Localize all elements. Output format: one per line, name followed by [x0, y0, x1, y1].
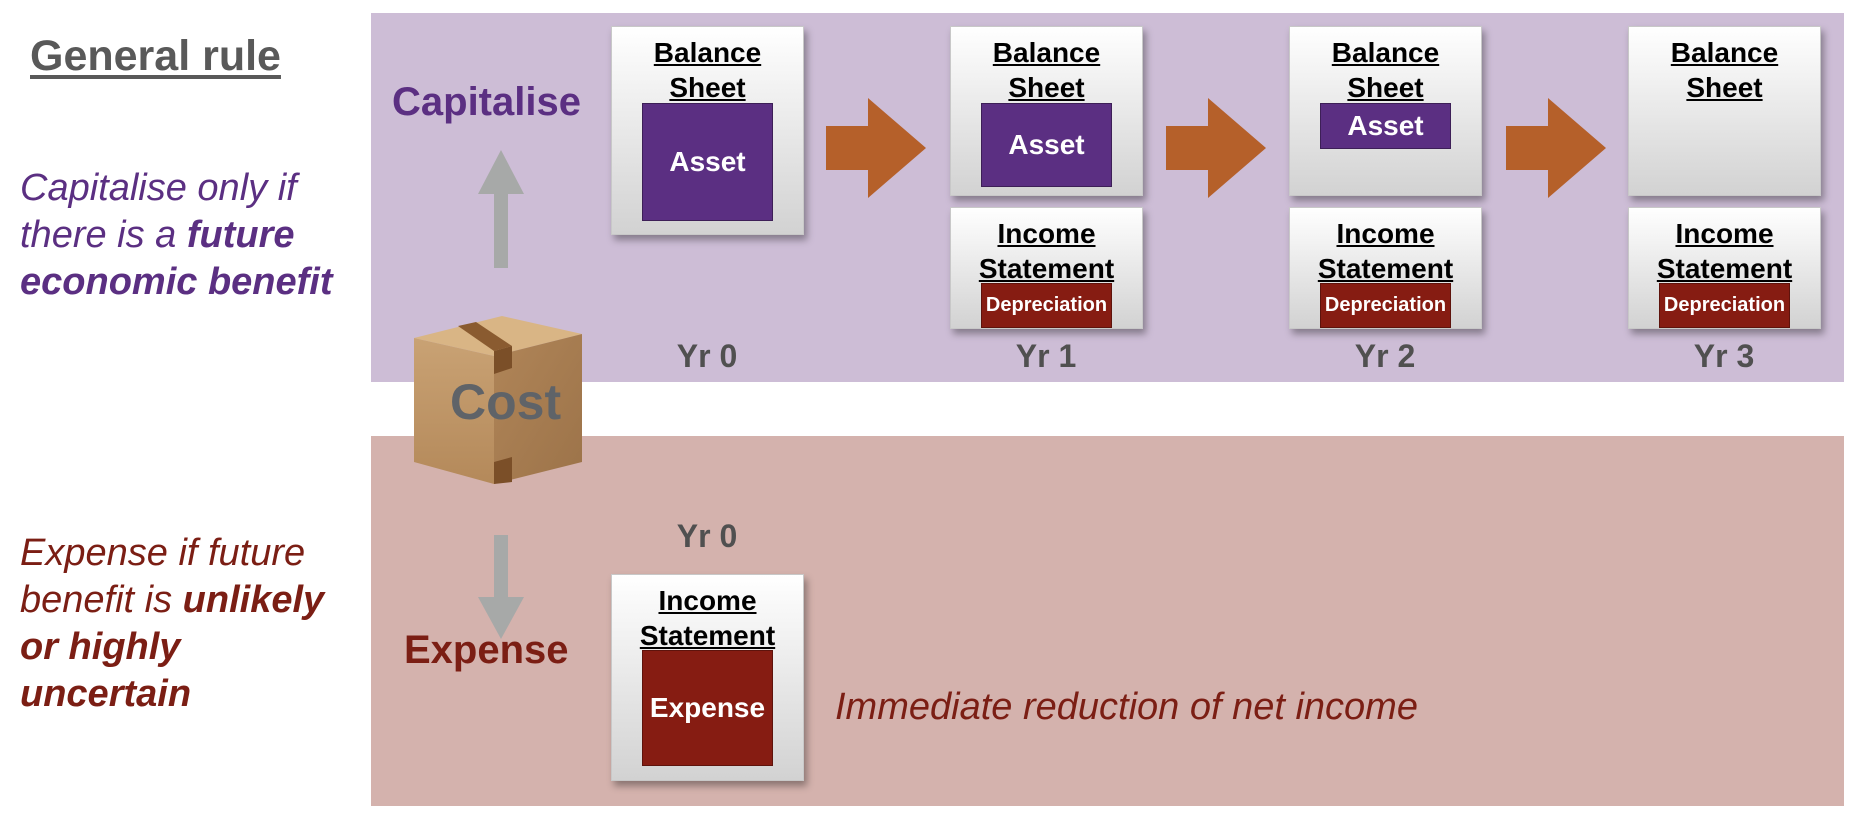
income-statement-card-yr2: Income Statement Depreciation	[1289, 207, 1482, 329]
arrow-right-icon	[1166, 98, 1266, 198]
year-label-yr1: Yr 1	[1015, 338, 1077, 374]
expense-rule-bold: unlikely or highly uncertain	[20, 579, 325, 715]
balance-sheet-card-yr0: Balance Sheet Asset	[611, 26, 804, 235]
year-label-yr3: Yr 3	[1693, 338, 1755, 374]
capitalise-rule-plain: Capitalise only if there is a	[20, 167, 297, 256]
expense-rule-text: Expense if future benefit is unlikely or…	[20, 530, 360, 718]
income-statement-card-yr3: Income Statement Depreciation	[1628, 207, 1821, 329]
balance-sheet-title-line1: Balance	[992, 37, 1101, 68]
cost-label: Cost	[450, 374, 562, 430]
balance-sheet-card-yr3: Balance Sheet	[1628, 26, 1821, 196]
balance-sheet-title-line2: Sheet	[669, 72, 746, 103]
expense-chip: Expense	[642, 650, 773, 766]
income-statement-title: Income Statement	[951, 216, 1142, 286]
expense-band	[371, 436, 1844, 806]
income-statement-title-line2: Statement	[639, 620, 776, 651]
depreciation-chip: Depreciation	[1659, 283, 1790, 328]
income-statement-title-line1: Income	[1336, 218, 1435, 249]
depreciation-chip: Depreciation	[1320, 283, 1451, 328]
balance-sheet-title-line2: Sheet	[1008, 72, 1085, 103]
income-statement-card-yr1: Income Statement Depreciation	[950, 207, 1143, 329]
income-statement-card-expense: Income Statement Expense	[611, 574, 804, 781]
arrow-right-icon	[1506, 98, 1606, 198]
capitalise-label: Capitalise	[392, 80, 581, 124]
balance-sheet-title-line1: Balance	[1670, 37, 1779, 68]
balance-sheet-title: Balance Sheet	[1629, 35, 1820, 105]
balance-sheet-title: Balance Sheet	[1290, 35, 1481, 105]
balance-sheet-card-yr2: Balance Sheet Asset	[1289, 26, 1482, 196]
balance-sheet-title-line2: Sheet	[1347, 72, 1424, 103]
capitalise-rule-text: Capitalise only if there is a future eco…	[20, 165, 360, 306]
capitalise-rule-bold: future economic benefit	[20, 214, 333, 303]
asset-chip: Asset	[1320, 103, 1451, 149]
balance-sheet-title-line1: Balance	[1331, 37, 1440, 68]
expense-label: Expense	[404, 628, 569, 672]
balance-sheet-title: Balance Sheet	[951, 35, 1142, 105]
income-statement-title-line1: Income	[997, 218, 1096, 249]
income-statement-title: Income Statement	[612, 583, 803, 653]
year-label-yr0: Yr 0	[676, 338, 738, 374]
arrow-up-icon	[478, 150, 524, 268]
income-statement-title-line2: Statement	[978, 253, 1115, 284]
income-statement-title: Income Statement	[1290, 216, 1481, 286]
income-statement-title-line1: Income	[658, 585, 757, 616]
cardboard-box-icon	[414, 316, 582, 484]
asset-chip: Asset	[642, 103, 773, 221]
balance-sheet-title: Balance Sheet	[612, 35, 803, 105]
depreciation-chip: Depreciation	[981, 283, 1112, 328]
income-statement-title-line1: Income	[1675, 218, 1774, 249]
arrow-right-icon	[826, 98, 926, 198]
immediate-reduction-note: Immediate reduction of net income	[835, 686, 1418, 728]
arrow-down-icon	[478, 535, 524, 639]
income-statement-title: Income Statement	[1629, 216, 1820, 286]
expense-rule-plain: Expense if future benefit is	[20, 532, 306, 621]
income-statement-title-line2: Statement	[1656, 253, 1793, 284]
balance-sheet-title-line1: Balance	[653, 37, 762, 68]
year-label-yr2: Yr 2	[1354, 338, 1416, 374]
asset-chip: Asset	[981, 103, 1112, 187]
year-label-expense: Yr 0	[676, 518, 738, 554]
balance-sheet-card-yr1: Balance Sheet Asset	[950, 26, 1143, 196]
page-title: General rule	[30, 32, 281, 80]
balance-sheet-title-line2: Sheet	[1686, 72, 1763, 103]
income-statement-title-line2: Statement	[1317, 253, 1454, 284]
